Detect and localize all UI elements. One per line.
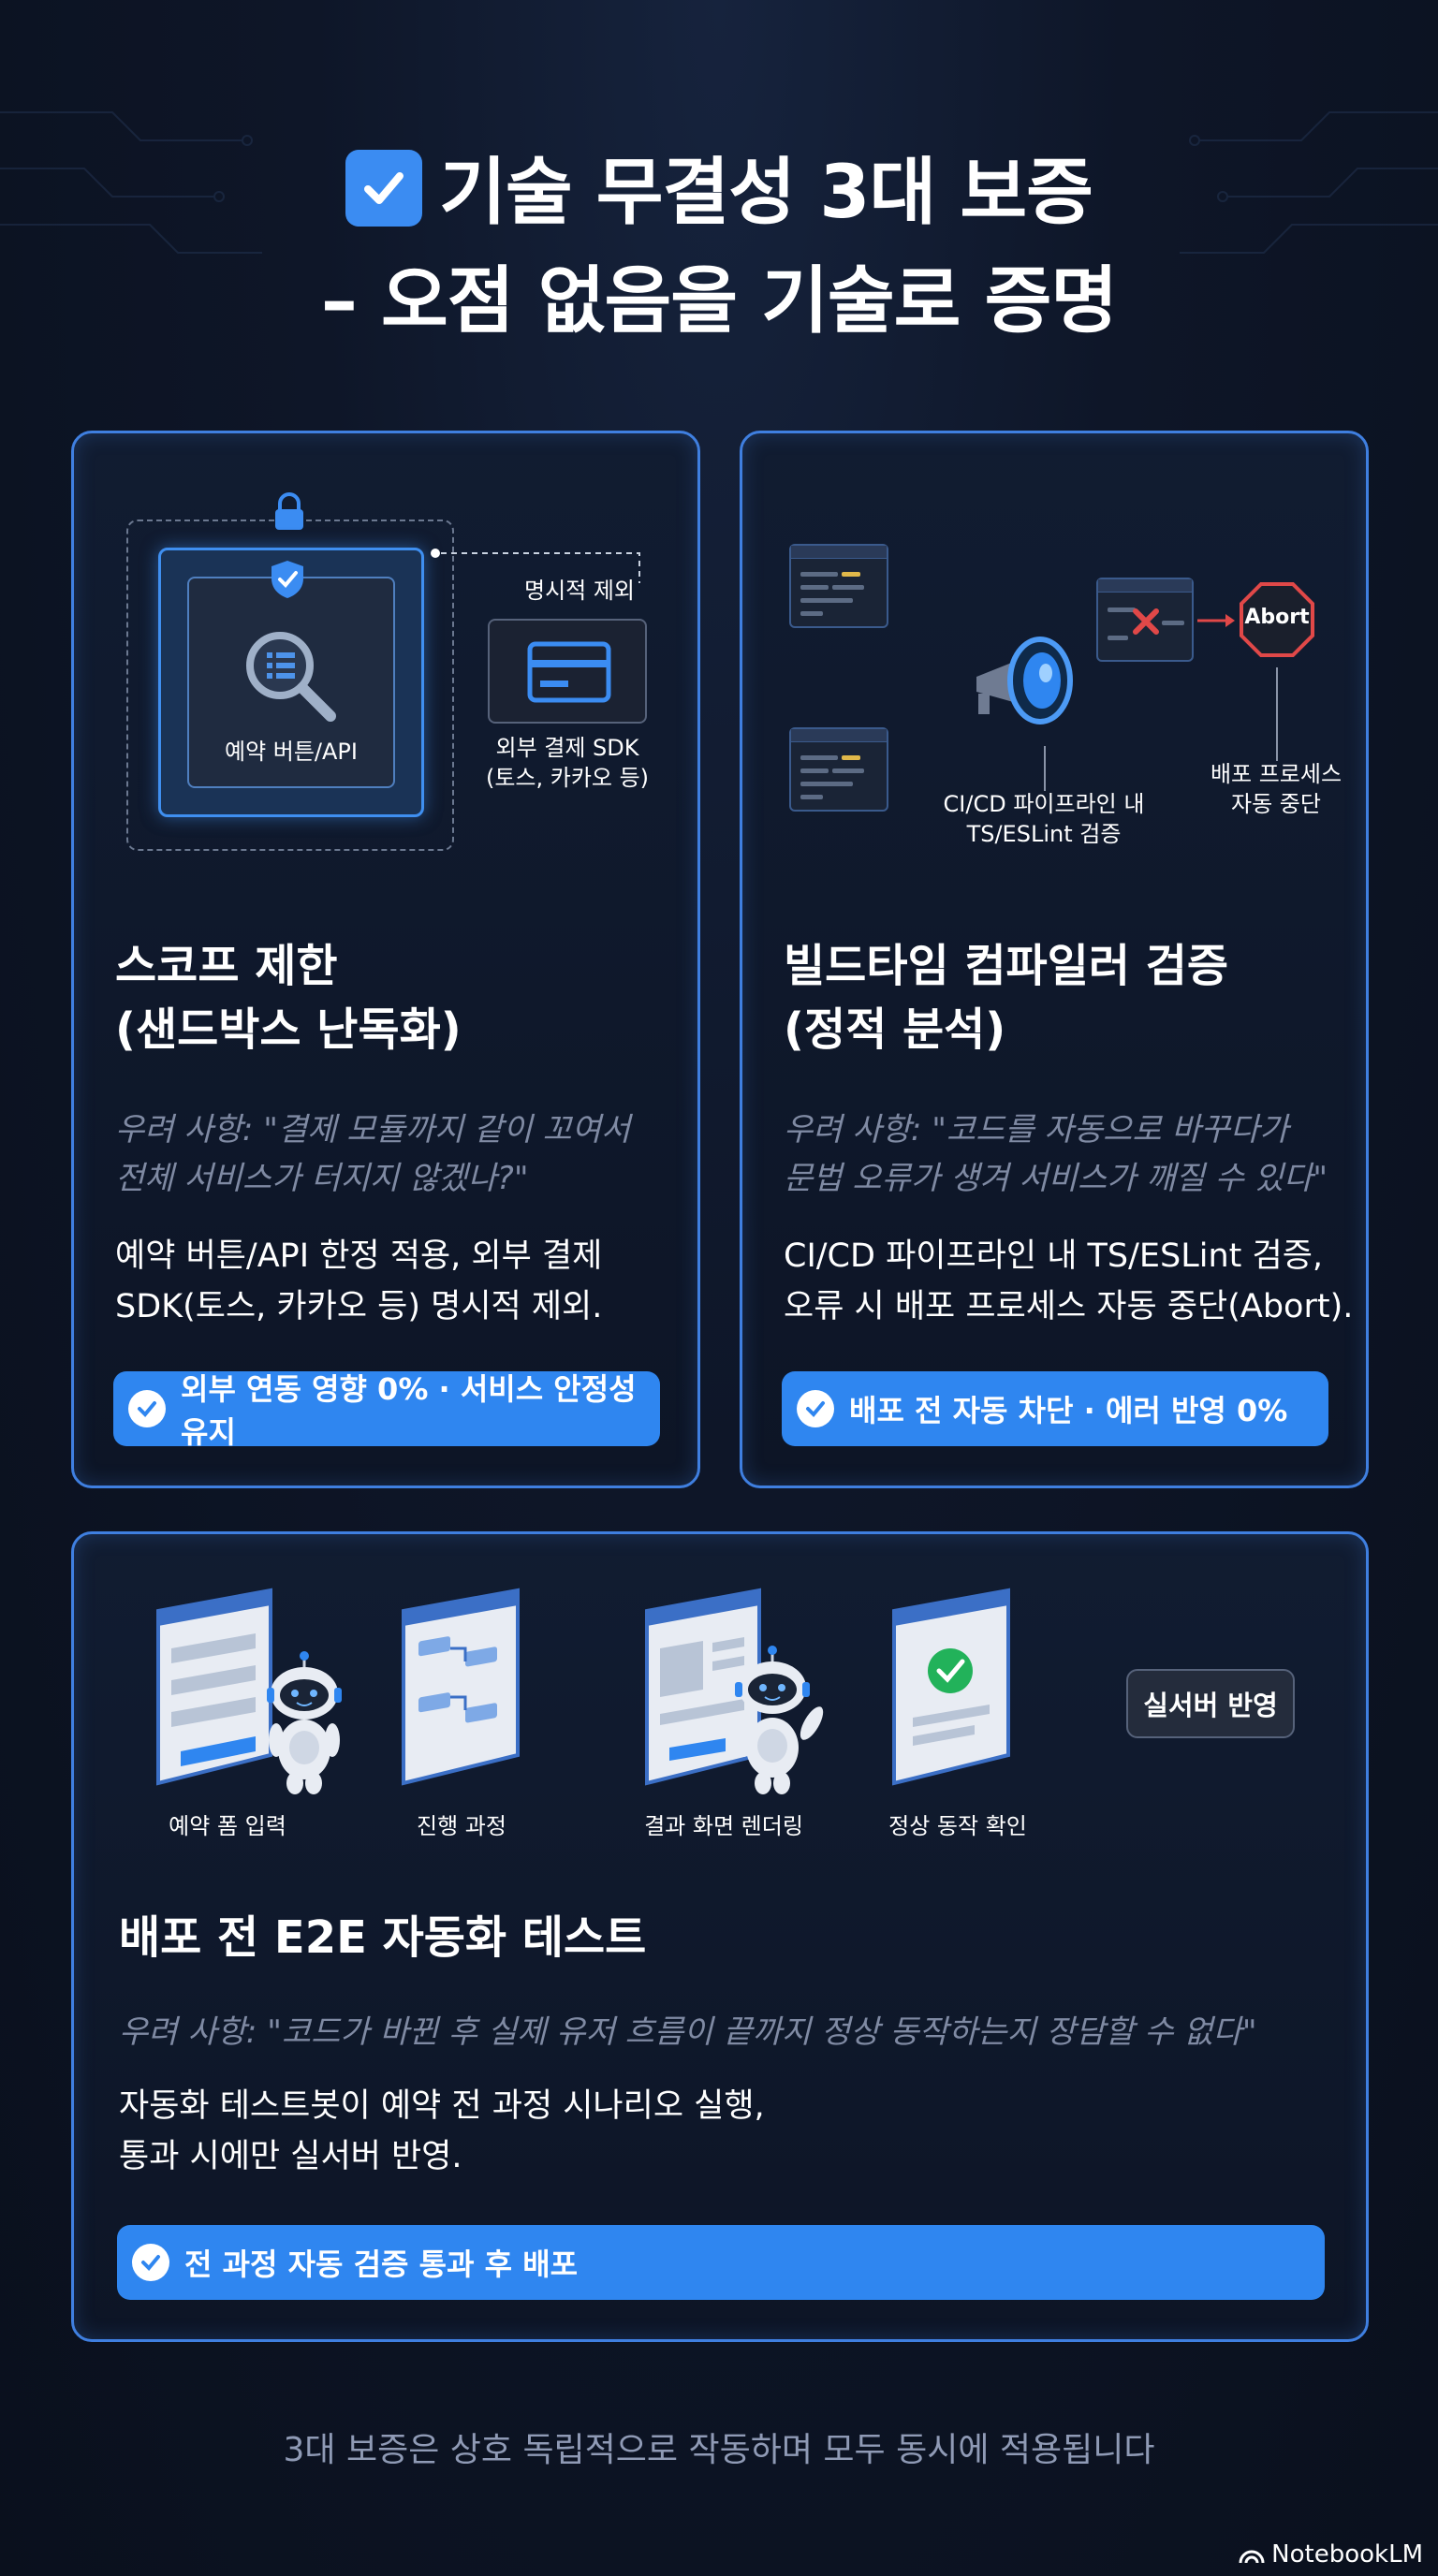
step-label: 진행 과정 [417,1813,506,1839]
guarantee-badge: 전 과정 자동 검증 통과 후 배포 [117,2225,1325,2300]
footer-note: 3대 보증은 상호 독립적으로 작동하며 모두 동시에 적용됩니다 [283,2431,1155,2469]
success-window-icon [892,1588,1010,1786]
step-label: 정상 동작 확인 [888,1813,1027,1839]
description-line-1: CI/CD 파이프라인 내 TS/ESLint 검증, [784,1237,1324,1275]
pipeline-connector [1044,746,1046,791]
badge-label: 외부 연동 영향 0% · 서비스 안정성 유지 [181,1371,637,1450]
concern-line-1: 우려 사항: "코드를 자동으로 바꾸다가 [784,1111,1289,1149]
sdk-label-2: (토스, 카카오 등) [485,765,650,791]
robot-icon [267,1651,342,1794]
badge-label: 배포 전 자동 차단 · 에러 반영 0% [849,1393,1288,1428]
deploy-production-button[interactable]: 실서버 반영 [1126,1669,1295,1738]
magnifier-icon [246,632,336,722]
concern-line-1: 우려 사항: "결제 모듈까지 같이 꼬여서 [115,1111,631,1149]
code-window-icon [789,544,888,628]
page-header: 기술 무결성 3대 보증 – 오점 없음을 기술로 증명 [0,139,1438,356]
guarantee-badge: 외부 연동 영향 0% · 서비스 안정성 유지 [113,1371,660,1450]
step-label: 결과 화면 렌더링 [644,1813,803,1839]
description-line-1: 자동화 테스트봇이 예약 전 과정 시나리오 실행, [119,2087,765,2125]
api-label: 예약 버튼/API [224,739,358,765]
description-line-2: SDK(토스, 카카오 등) 명시적 제외. [115,1288,603,1325]
abort-label: Abort [1244,606,1310,629]
circuit-decoration [0,111,1438,254]
result-window-icon [645,1588,761,1786]
concern-text: 우려 사항: "코드가 바뀐 후 실제 유저 흐름이 끝까지 정상 동작하는지 … [119,2013,1257,2051]
sandbox-illustration: 예약 버튼/API 명시적 제외 외부 결제 SDK (토스, 카카오 등) [74,433,703,873]
arrow-right-icon [1197,614,1235,627]
robot-waving-icon [735,1646,824,1794]
card-title-line-2: (샌드박스 난독화) [115,1003,462,1056]
check-circle-icon [128,1390,166,1427]
sdk-box [488,619,647,724]
concern-line-2: 전체 서비스가 터지지 않겠나?" [115,1160,529,1197]
test-flow-illustration: 실서버 반영 예약 폼 입력 진행 과정 결과 화면 렌더링 정상 동작 확인 [74,1534,1372,1852]
flow-window-icon [402,1588,520,1786]
stop-label-2: 자동 중단 [1231,791,1321,817]
card-title-line-1: 스코프 제한 [115,940,338,992]
abort-stop-icon: Abort [1239,581,1315,658]
compiler-check-card: Abort CI/CD 파이프라인 내 TS/ESLint 검증 배포 프로세스… [740,431,1369,1488]
exclude-connector [431,549,640,583]
credit-card-icon [527,641,611,703]
checkbox-icon [345,150,423,227]
stop-label-1: 배포 프로세스 [1210,761,1343,787]
abort-connector [1276,667,1278,761]
deploy-production-label: 실서버 반영 [1143,1690,1278,1721]
brand-watermark: NotebookLM [1238,2540,1423,2569]
guarantee-badge: 배포 전 자동 차단 · 에러 반영 0% [782,1371,1328,1446]
error-window-icon [1096,578,1194,662]
pipeline-label-2: TS/ESLint 검증 [966,821,1122,847]
notebooklm-logo-icon [1239,2550,1265,2564]
sdk-label-1: 외부 결제 SDK [495,735,639,761]
shield-check-icon [271,561,303,598]
step-label: 예약 폼 입력 [169,1813,286,1839]
form-window-icon [156,1588,272,1786]
badge-label: 전 과정 자동 검증 통과 후 배포 [184,2247,579,2282]
page-title-line-2: – 오점 없음을 기술로 증명 [320,259,1118,344]
error-x-icon [1133,608,1159,635]
scanner-lens-icon [976,637,1073,724]
brand-label: NotebookLM [1271,2540,1423,2569]
concern-line-2: 문법 오류가 생겨 서비스가 깨질 수 있다" [784,1160,1328,1197]
page-title-line-1: 기술 무결성 3대 보증 [0,139,1438,247]
pipeline-illustration: Abort CI/CD 파이프라인 내 TS/ESLint 검증 배포 프로세스… [742,433,1372,873]
e2e-test-card: 실서버 반영 예약 폼 입력 진행 과정 결과 화면 렌더링 정상 동작 확인 … [71,1531,1369,2342]
scope-limit-card: 예약 버튼/API 명시적 제외 외부 결제 SDK (토스, 카카오 등) 스… [71,431,700,1488]
card-title-line-1: 빌드타임 컴파일러 검증 [784,940,1229,992]
description-line-1: 예약 버튼/API 한정 적용, 외부 결제 [115,1237,603,1275]
description-line-2: 통과 시에만 실서버 반영. [119,2138,462,2175]
check-circle-icon [132,2244,169,2281]
description-line-2: 오류 시 배포 프로세스 자동 중단(Abort). [784,1288,1354,1325]
card-title: 배포 전 E2E 자동화 테스트 [119,1911,647,1964]
card-title-line-2: (정적 분석) [784,1003,1006,1056]
pipeline-label-1: CI/CD 파이프라인 내 [943,791,1145,817]
check-circle-icon [797,1390,834,1427]
lock-icon [275,492,303,530]
code-window-icon [789,727,888,812]
exclude-label: 명시적 제외 [523,578,636,604]
